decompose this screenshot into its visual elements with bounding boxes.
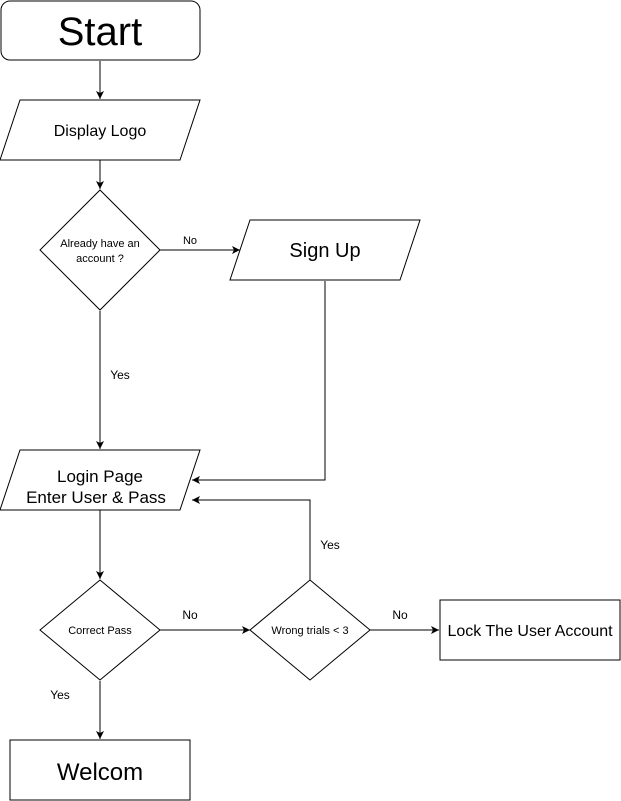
welcome-node: Welcom (9, 739, 191, 801)
start-label: Start (58, 10, 142, 54)
lock-account-process-shape (439, 599, 621, 661)
edge-label-trials-no: No (392, 608, 408, 622)
login-page-label-line1: Login Page (57, 467, 143, 486)
wrong-trials-decision-shape (249, 579, 371, 681)
edge-trials-yes-to-login (192, 496, 311, 580)
sign-up-label: Sign Up (289, 240, 360, 262)
lock-account-label: Lock The User Account (447, 623, 613, 640)
account-question-decision-shape (39, 189, 161, 311)
start-terminal-shape (0, 0, 201, 61)
correct-pass-decision-shape (39, 579, 161, 681)
correct-pass-label: Correct Pass (68, 625, 132, 637)
edge-label-account-no: No (183, 235, 197, 247)
sign-up-node: Sign Up (229, 219, 421, 281)
account-question-node: Already have an account ? (39, 189, 161, 311)
display-logo-label: Display Logo (54, 123, 147, 140)
lock-account-node: Lock The User Account (439, 599, 621, 661)
sign-up-io-shape (229, 219, 421, 281)
account-question-label-line2: account ? (76, 253, 124, 265)
edge-label-correct-yes: Yes (50, 688, 70, 702)
wrong-trials-label: Wrong trials < 3 (271, 625, 348, 637)
login-page-io-shape (0, 449, 201, 511)
account-question-label-line1: Already have an (60, 238, 140, 250)
edge-labels: No Yes Yes No No Yes (50, 235, 408, 702)
display-logo-io-shape (0, 99, 201, 161)
display-logo-node: Display Logo (0, 99, 201, 161)
welcome-process-shape (9, 739, 191, 801)
start-node: Start (0, 0, 201, 61)
correct-pass-node: Correct Pass (39, 579, 161, 681)
connectors (96, 61, 439, 739)
edge-label-trials-yes: Yes (320, 538, 340, 552)
edge-sign-up-to-login (192, 281, 326, 484)
welcome-label: Welcom (57, 759, 143, 786)
edge-label-account-yes: Yes (110, 368, 130, 382)
login-page-label-line2: Enter User & Pass (26, 488, 166, 507)
wrong-trials-node: Wrong trials < 3 (249, 579, 371, 681)
edge-label-correct-no: No (182, 608, 198, 622)
login-page-node: Login Page Enter User & Pass (0, 449, 201, 511)
